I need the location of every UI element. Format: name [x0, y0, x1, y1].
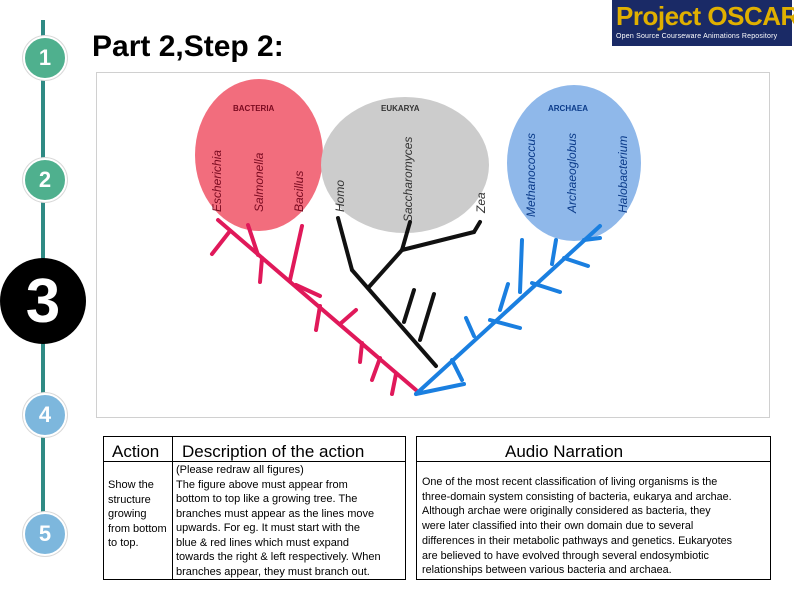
- step-5-label: 5: [38, 521, 52, 546]
- species-salmonella: Salmonella: [252, 152, 266, 212]
- species-zea: Zea: [474, 192, 488, 214]
- action-line: growing: [108, 508, 147, 520]
- audio-line: differences in their metabolic pathways …: [422, 534, 733, 547]
- step-3-label: 3: [25, 266, 61, 336]
- species-escherichia: Escherichia: [210, 150, 224, 212]
- step-2-circle[interactable]: 2: [23, 158, 67, 202]
- audio-line: were later classified into their own dom…: [422, 520, 694, 533]
- bacteria-label: BACTERIA: [233, 104, 275, 113]
- description-line: (Please redraw all figures): [176, 464, 304, 476]
- bacteria-branches: [210, 218, 418, 396]
- action-table-body: [103, 461, 406, 580]
- audio-column-header: Audio Narration: [505, 442, 624, 461]
- eukarya-label: EUKARYA: [381, 104, 420, 113]
- bacteria-domain-ellipse: [195, 79, 323, 231]
- action-line: structure: [108, 493, 151, 506]
- description-cell: (Please redraw all figures) The figure a…: [176, 463, 406, 579]
- logo-word-oscar: OSCAR: [707, 1, 794, 31]
- description-line: blue & red lines which must expand: [176, 536, 350, 549]
- step-5-circle[interactable]: 5: [23, 512, 67, 556]
- description-line: The figure above must appear from: [176, 478, 348, 491]
- project-oscar-logo: Project OSCAR Open Source Courseware Ani…: [612, 0, 794, 46]
- action-cell: Show the structure growing from bottom t…: [108, 478, 174, 551]
- description-line: branches must appear as the lines move: [176, 507, 375, 520]
- action-line: from bottom: [108, 522, 167, 535]
- step-1-label: 1: [38, 45, 52, 70]
- archaea-label: ARCHAEA: [548, 104, 588, 113]
- action-line: Show the: [108, 479, 154, 491]
- description-line: upwards. For eg. It must start with the: [176, 522, 361, 534]
- logo-word-project: Project: [616, 1, 701, 31]
- species-halobacterium: Halobacterium: [616, 136, 630, 213]
- species-bacillus: Bacillus: [292, 171, 306, 212]
- audio-line: relationships between various bacteria a…: [422, 564, 672, 577]
- page-title: Part 2,Step 2:: [92, 30, 284, 63]
- logo-subtitle: Open Source Courseware Animations Reposi…: [616, 33, 778, 40]
- species-saccharomyces: Saccharomyces: [401, 137, 415, 222]
- step-1-circle[interactable]: 1: [23, 36, 67, 80]
- species-methanococcus: Methanococcus: [524, 133, 538, 217]
- audio-line: Although archae were originally consider…: [422, 505, 711, 518]
- tree-figure-frame: [96, 72, 770, 418]
- logo-wordmark: Project OSCAR: [616, 1, 794, 32]
- species-homo: Homo: [333, 180, 347, 212]
- audio-line: three-domain system consisting of bacter…: [422, 490, 732, 503]
- step-2-label: 2: [38, 167, 52, 192]
- eukarya-branches: [336, 216, 482, 368]
- audio-table-body: [416, 461, 771, 580]
- action-column-header: Action: [112, 442, 160, 461]
- step-4-label: 4: [38, 402, 52, 427]
- action-line: to top.: [108, 537, 139, 549]
- audio-line: One of the most recent classification of…: [422, 476, 718, 488]
- archaea-branches: [414, 224, 602, 396]
- description-line: towards the right & left respectively. W…: [176, 551, 381, 563]
- description-line: branches appear, they must branch out.: [176, 565, 370, 578]
- eukarya-domain-ellipse: [321, 97, 489, 233]
- action-table-divider: [172, 436, 173, 580]
- description-column-header: Description of the action: [182, 442, 365, 461]
- audio-line: are believed to have evolved through sev…: [422, 549, 709, 562]
- step-3-circle-current[interactable]: 3: [0, 258, 86, 344]
- audio-narration-cell: One of the most recent classification of…: [422, 475, 772, 578]
- species-archaeoglobus: Archaeoglobus: [565, 133, 579, 214]
- step-4-circle[interactable]: 4: [23, 393, 67, 437]
- description-line: bottom to top like a growing tree. The: [176, 493, 358, 505]
- archaea-domain-ellipse: [507, 85, 641, 241]
